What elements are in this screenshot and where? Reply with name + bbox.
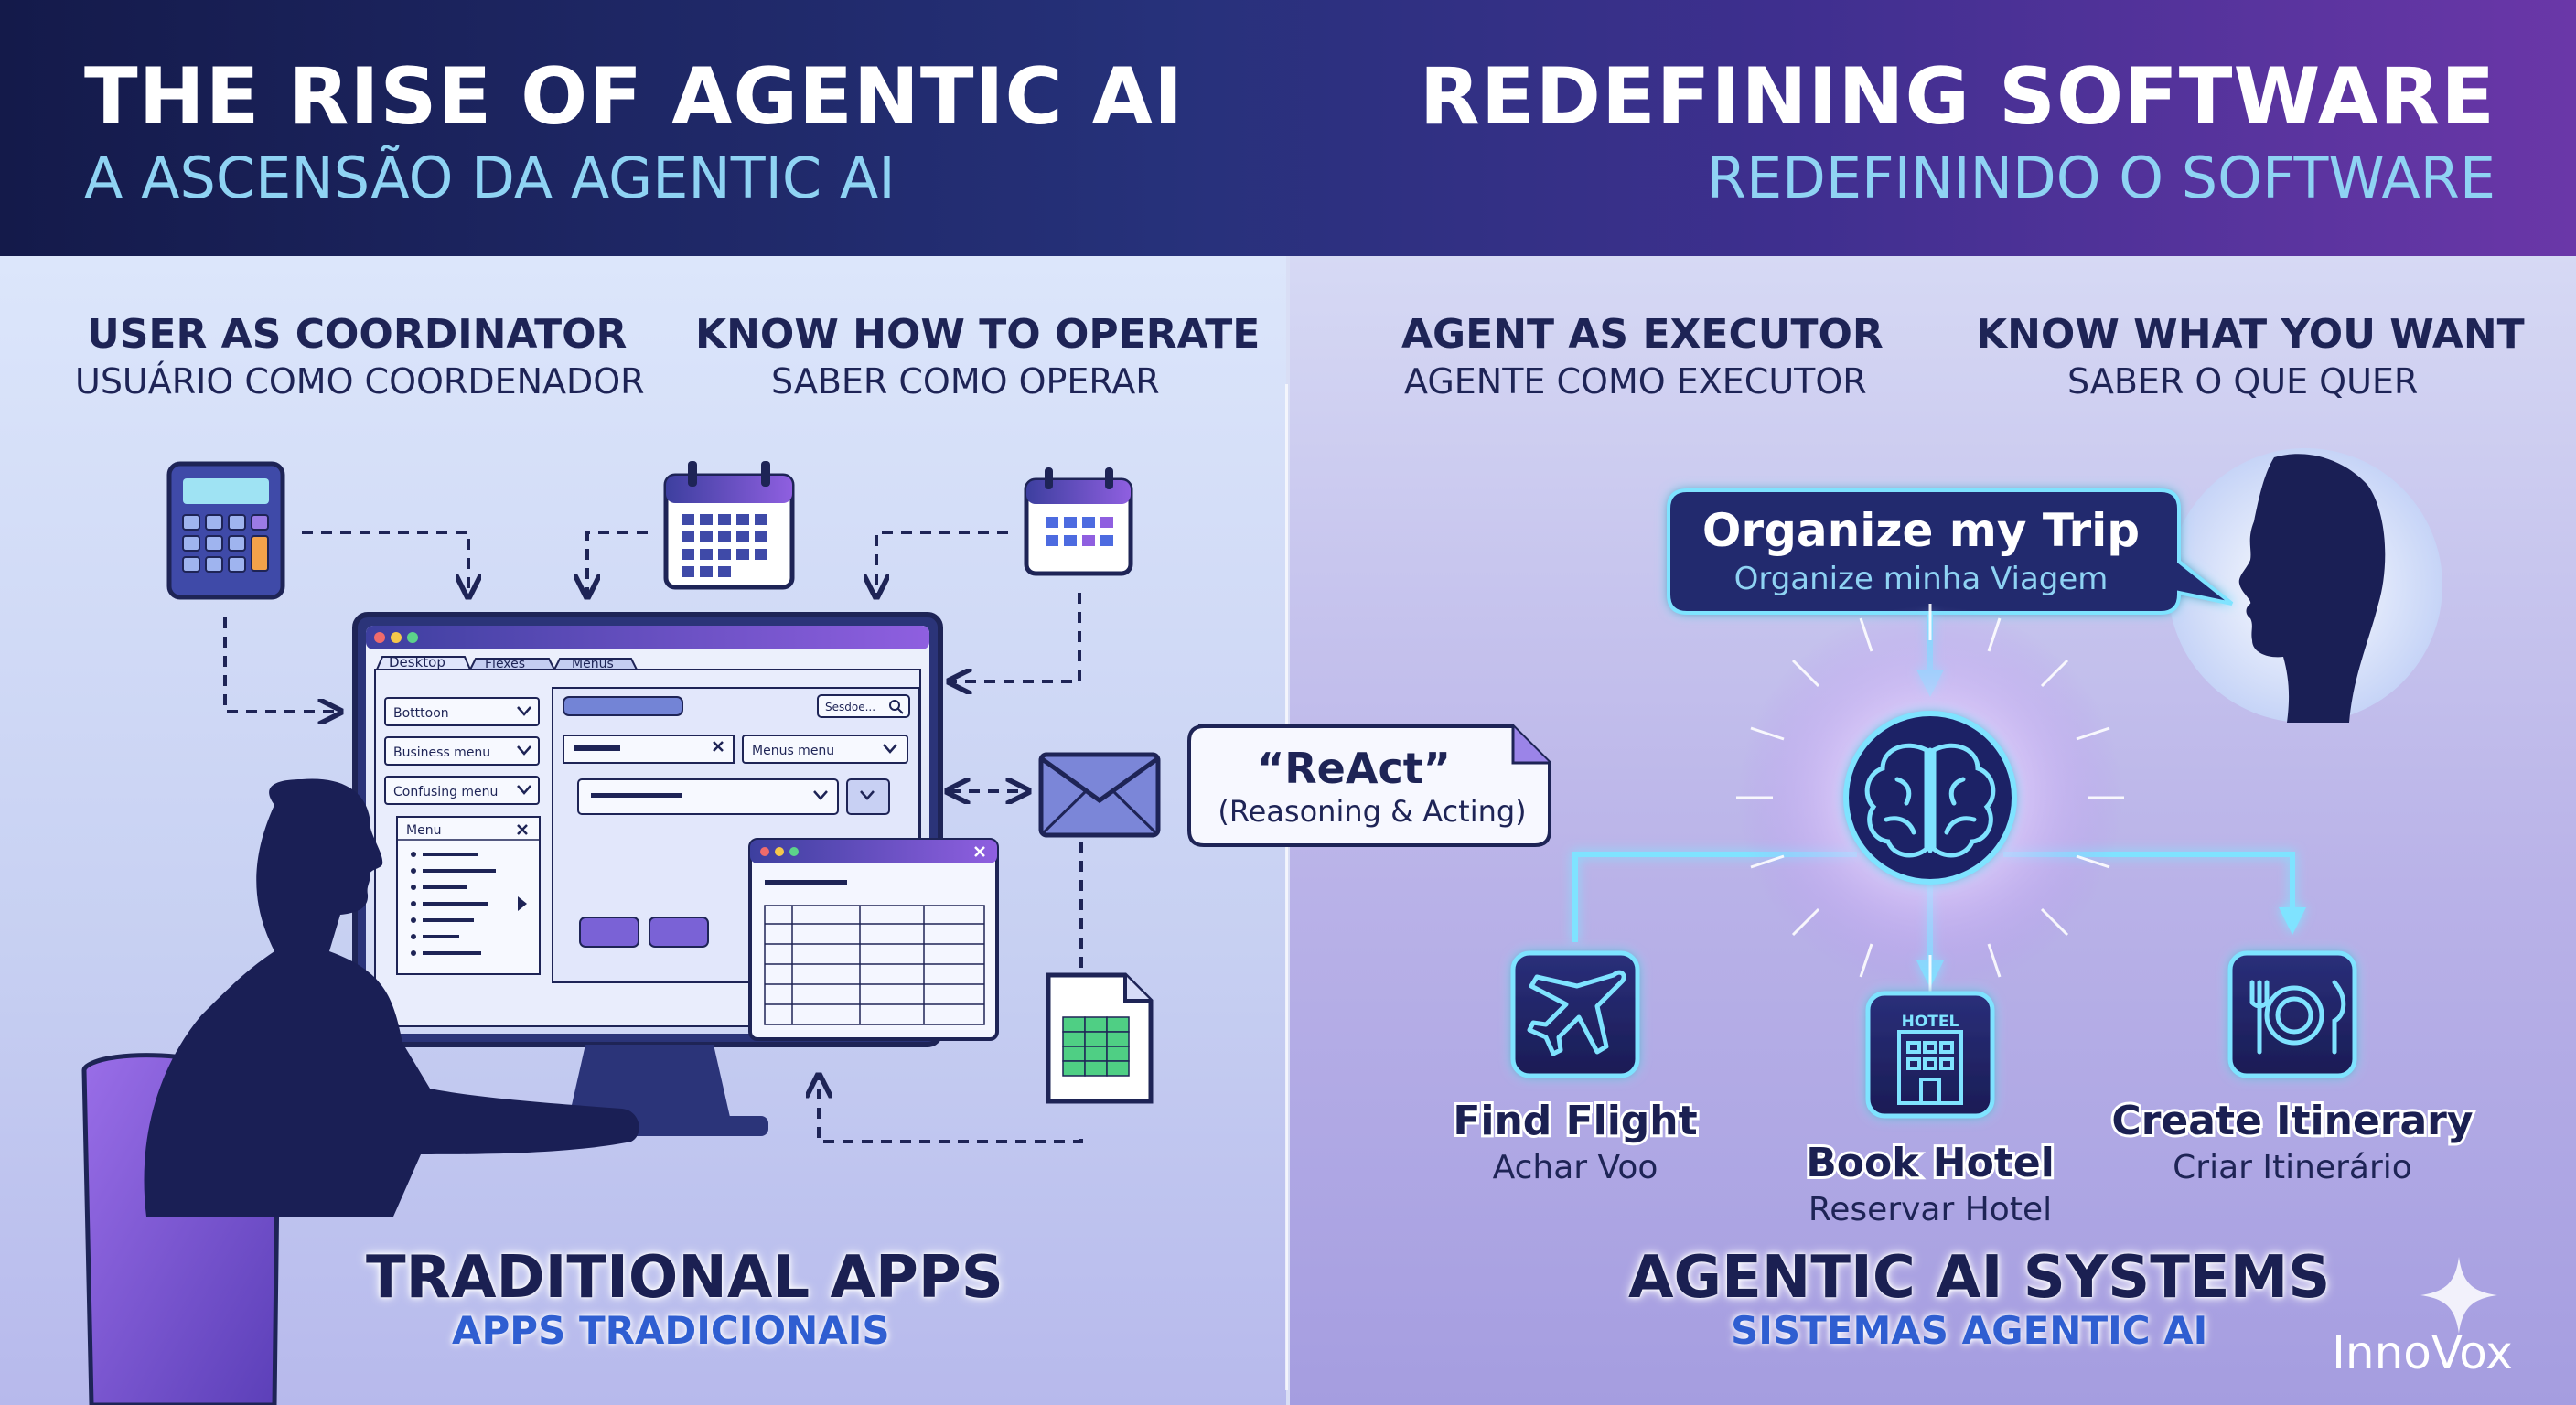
traditional-apps-title: TRADITIONAL APPS bbox=[366, 1244, 1004, 1312]
left-subtitle: A ASCENSÃO DA AGENTIC AI bbox=[84, 145, 896, 211]
panel-divider bbox=[1285, 384, 1288, 1390]
calendar-icon bbox=[1024, 467, 1133, 576]
traditional-apps-panel: USER AS COORDINATOR USUÁRIO COMO COORDEN… bbox=[0, 256, 1286, 1405]
know-what-label: KNOW WHAT YOU WANT bbox=[1976, 311, 2525, 358]
agent-executor-sublabel: AGENTE COMO EXECUTOR bbox=[1404, 361, 1867, 402]
right-title: REDEFINING SOFTWARE bbox=[1419, 51, 2496, 143]
calendar-icon bbox=[663, 461, 795, 590]
agent-executor-label: AGENT AS EXECUTOR bbox=[1401, 311, 1884, 358]
know-how-label: KNOW HOW TO OPERATE bbox=[695, 311, 1261, 358]
agentic-systems-subtitle: SISTEMAS AGENTIC AI bbox=[1731, 1308, 2208, 1353]
tab-desktop[interactable]: Desktop bbox=[389, 654, 445, 670]
know-how-sublabel: SABER COMO OPERAR bbox=[771, 361, 1160, 402]
user-coordinator-sublabel: USUÁRIO COMO COORDENADOR bbox=[75, 361, 645, 402]
agentic-systems-title: AGENTIC AI SYSTEMS bbox=[1628, 1244, 2331, 1312]
right-subtitle: REDEFININDO O SOFTWARE bbox=[1706, 145, 2496, 211]
traditional-apps-subtitle: APPS TRADICIONAIS bbox=[452, 1308, 890, 1353]
user-coordinator-label: USER AS COORDINATOR bbox=[87, 311, 628, 358]
header-banner: THE RISE OF AGENTIC AI A ASCENSÃO DA AGE… bbox=[0, 0, 2576, 256]
window-tabs bbox=[375, 656, 639, 670]
calculator-icon bbox=[166, 461, 285, 600]
tab-menus[interactable]: Menus bbox=[572, 657, 614, 671]
agentic-systems-panel: AGENT AS EXECUTOR AGENTE COMO EXECUTOR K… bbox=[1290, 256, 2576, 1405]
know-what-sublabel: SABER O QUE QUER bbox=[2067, 361, 2419, 402]
traditional-apps-illustration: Desktop Flexes Menus bbox=[166, 461, 1133, 1143]
tab-flexes[interactable]: Flexes bbox=[485, 657, 525, 671]
left-title: THE RISE OF AGENTIC AI bbox=[84, 51, 1185, 143]
flow-arrows bbox=[223, 531, 1083, 1143]
